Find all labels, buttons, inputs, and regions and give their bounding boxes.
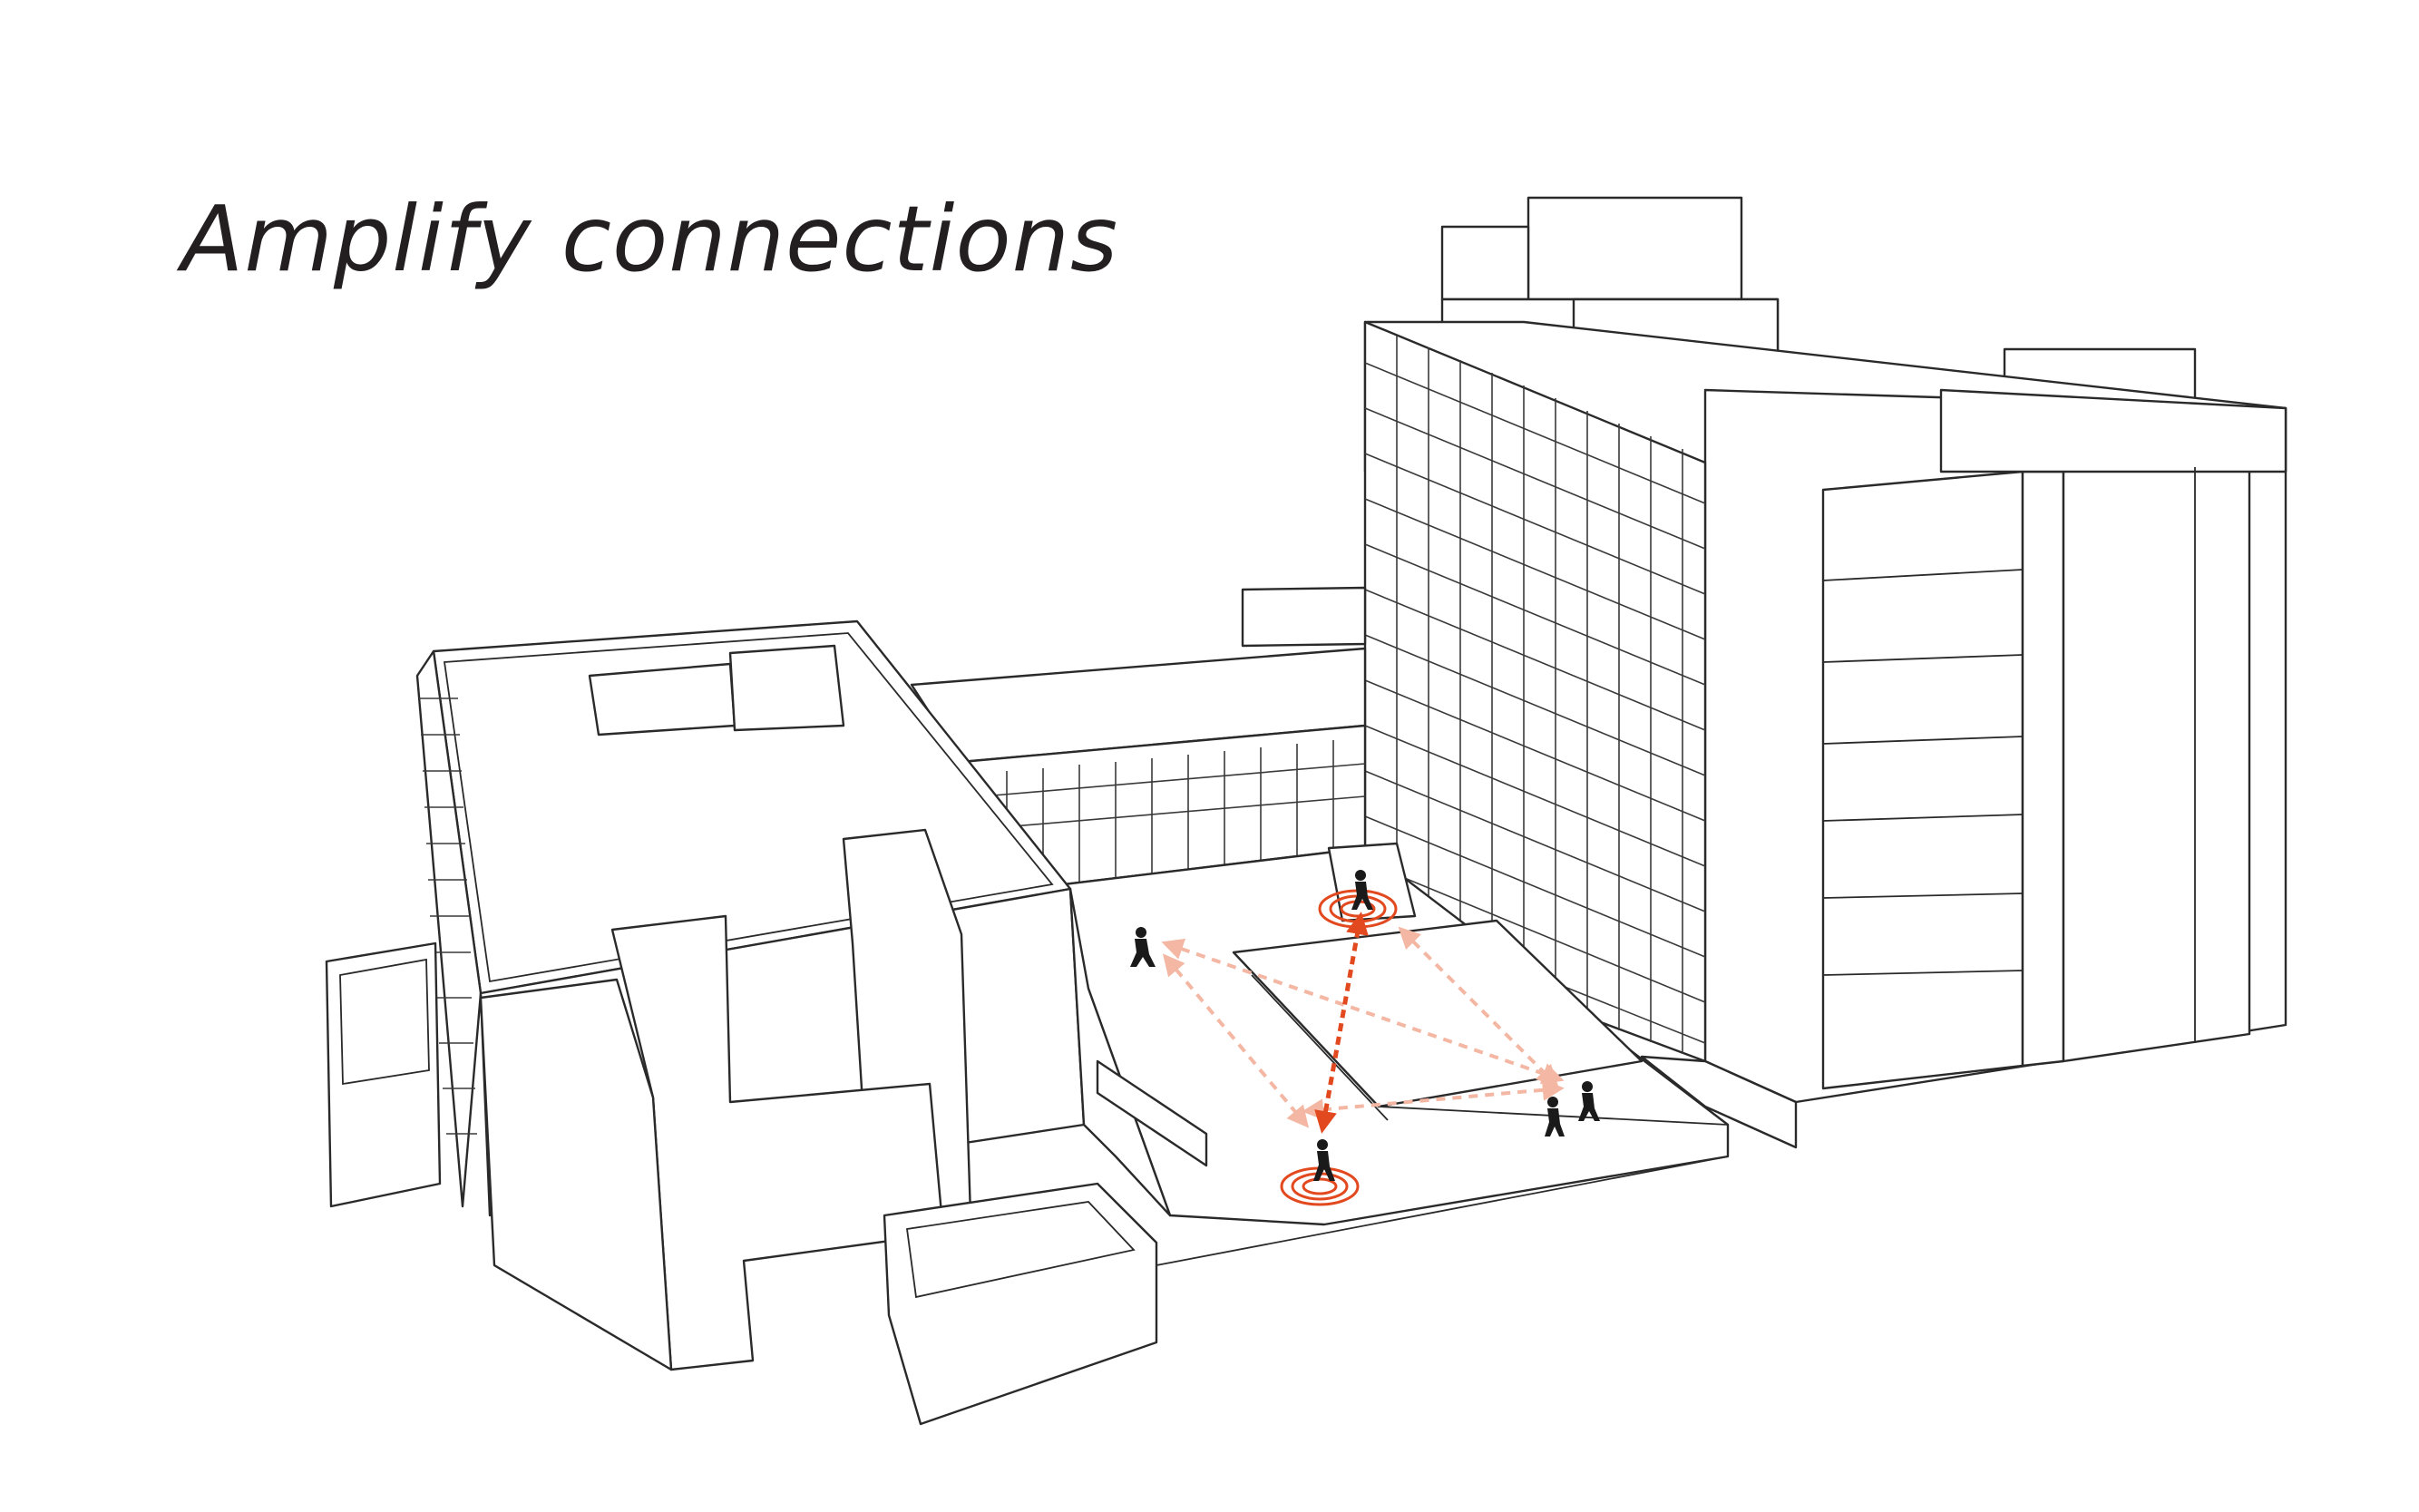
- walking-person-icon: [1578, 1081, 1600, 1121]
- diagram-title: Amplify connections: [181, 186, 1119, 292]
- connection-arrow-soft: [1302, 1078, 1565, 1121]
- connection-arrow-soft: [1398, 926, 1559, 1088]
- walking-person-icon: [1130, 927, 1156, 967]
- connection-arrow-strong: [1314, 912, 1369, 1134]
- tower-block: [1363, 196, 2287, 1149]
- connection-arrows: [1161, 912, 1565, 1134]
- connection-arrow-soft: [1162, 953, 1310, 1128]
- left-block: [325, 619, 1729, 1426]
- walking-person-icon: [1545, 1097, 1565, 1136]
- walking-person-icon: [1351, 870, 1373, 910]
- walking-person-icon: [1313, 1139, 1335, 1181]
- people: [1130, 870, 1600, 1181]
